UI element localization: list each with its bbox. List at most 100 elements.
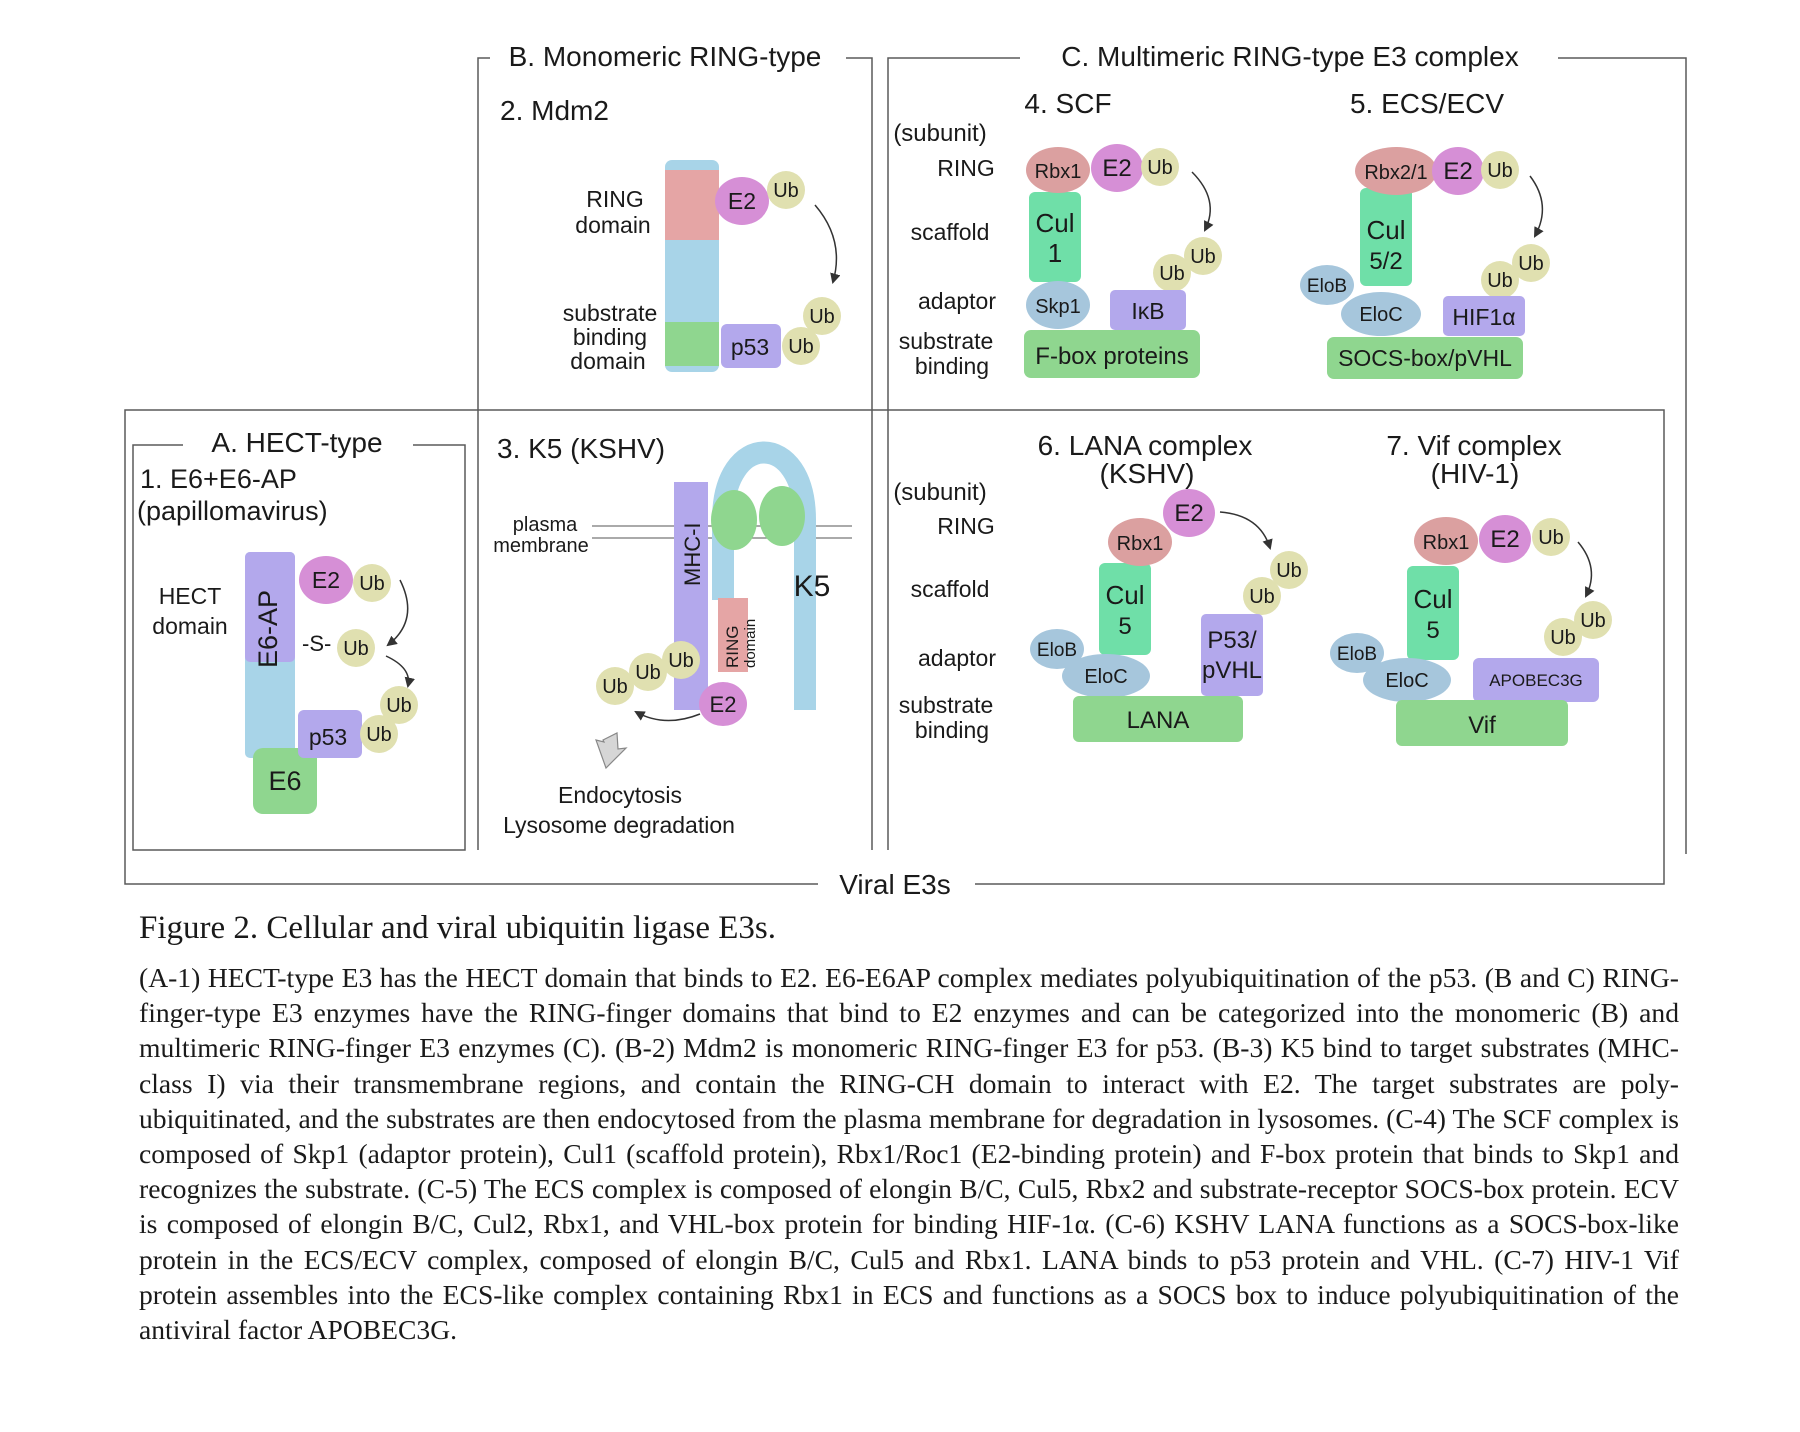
e2-label: E2 [1490,526,1519,553]
ub-label: Ub [788,336,814,358]
subunit-label: (subunit) [893,479,986,506]
mdm2-title: 2. Mdm2 [500,95,609,126]
rbx1-label: Rbx1 [1035,161,1082,183]
elob-label: EloB [1037,640,1077,661]
lysosome-label: Lysosome degradation [503,812,735,838]
rbx1-circle [1108,518,1172,566]
k5-tm-domain [711,490,757,550]
item1-subtitle: (papillomavirus) [137,496,328,526]
ring-label-1: RING [723,626,742,669]
p53-label: p53 [309,724,347,750]
mdm2-ring-domain [665,170,719,240]
figure-caption-title: Figure 2. Cellular and viral ubiquitin l… [139,910,776,946]
k5-diagram: 3. K5 (KSHV) plasma membrane MHC-I K5 RI… [493,433,852,838]
k5-label: K5 [794,570,831,603]
panel-a-frame [132,444,466,851]
p53-pvhl-label-2: pVHL [1202,657,1262,684]
lana-title-1: 6. LANA complex [1038,430,1253,461]
ub-circle [353,564,391,602]
panel-a-diagram: 1. E6+E6-AP (papillomavirus) HECT domain… [137,464,418,814]
e6-box [253,748,317,814]
ikb-label: IκB [1131,298,1164,324]
e2-label: E2 [728,188,756,214]
transfer-arrow [814,204,841,285]
elob-oval [1300,265,1354,305]
subunit-label: (subunit) [893,120,986,147]
ecs-title: 5. ECS/ECV [1350,88,1504,119]
eloc-oval [1341,292,1421,336]
ub-circle [782,327,820,365]
e2-circle [1163,489,1215,537]
ub-circle [596,667,634,705]
e2-circle [1432,147,1484,195]
ub-circle [662,641,700,679]
p53-box [298,710,362,758]
row-labels-bottom: (subunit) RING scaffold adaptor substrat… [893,479,996,743]
skp1-oval [1026,281,1090,329]
eloc-oval [1062,654,1150,698]
ub-circle [1141,148,1179,186]
adaptor-row-label: adaptor [918,645,996,671]
cul5-box [1407,566,1459,660]
mdm2-sub-label-3: domain [570,348,645,374]
item1-title: 1. E6+E6-AP [140,464,297,494]
plasma-label-2: membrane [493,535,589,557]
cul1-label-1: Cul [1035,208,1074,238]
ub-label: Ub [1276,560,1302,582]
mdm2-ring-label-2: domain [575,212,650,238]
e2-label: E2 [1102,155,1131,182]
sb-row-label-2: binding [915,353,989,379]
transfer-arrow [1529,175,1544,238]
plasma-label-1: plasma [513,514,578,536]
cul5-label-2: 5 [1426,617,1439,644]
k5-title: 3. K5 (KSHV) [497,433,665,464]
panel-c-frame [887,57,1687,854]
ub-label: Ub [359,573,385,595]
ub-circle [1481,261,1519,299]
e2-label: E2 [312,567,340,593]
fbox-box [1024,330,1200,378]
ub-circle [1184,237,1222,275]
transfer-arrow [1219,511,1273,551]
scaffold-row-label: scaffold [911,219,990,245]
cul5-label-1: Cul [1105,580,1144,610]
ring-row-label: RING [937,155,995,181]
e2-label: E2 [710,692,737,717]
vif-label: Vif [1468,712,1496,739]
mdm2-sub-label-2: binding [573,324,647,350]
ub-label: Ub [602,676,628,698]
cul52-label-2: 5/2 [1369,248,1402,275]
ub-circle [360,715,398,753]
ub-label: Ub [1518,253,1544,275]
hect-label-2: domain [152,613,227,639]
panel-a-title: A. HECT-type [211,427,382,458]
e6ap-hect-domain [245,552,295,662]
transfer-arrow [1191,171,1214,232]
row-labels-top: (subunit) RING scaffold adaptor substrat… [893,120,996,379]
mdm2-diagram: 2. Mdm2 RING domain substrate binding do… [500,95,841,374]
ub-circle [1512,244,1550,282]
ub-circle [1153,254,1191,292]
ub-label: Ub [1190,246,1216,268]
e6-label: E6 [268,766,301,796]
lana-box [1073,696,1243,742]
cul5-label-2: 5 [1118,613,1131,640]
ub-circle [1243,577,1281,615]
ub-circle [1544,618,1582,656]
mdm2-substrate-domain [665,322,719,366]
transfer-arrow [634,710,701,722]
hif-label: HIF1α [1452,304,1515,330]
socs-label: SOCS-box/pVHL [1338,345,1512,371]
ub-circle [380,686,418,724]
transfer-arrow [385,655,415,689]
lana-title-2: (KSHV) [1100,458,1195,489]
ub-label: Ub [1147,157,1173,179]
ub-label: Ub [1580,610,1606,632]
ub-label: Ub [366,724,392,746]
viral-frame [124,409,1665,885]
vif-title-1: 7. Vif complex [1386,430,1561,461]
rbx-circle [1355,147,1437,195]
hif-box [1443,296,1525,336]
ub-label: Ub [773,180,799,202]
ub-label: Ub [1487,270,1513,292]
